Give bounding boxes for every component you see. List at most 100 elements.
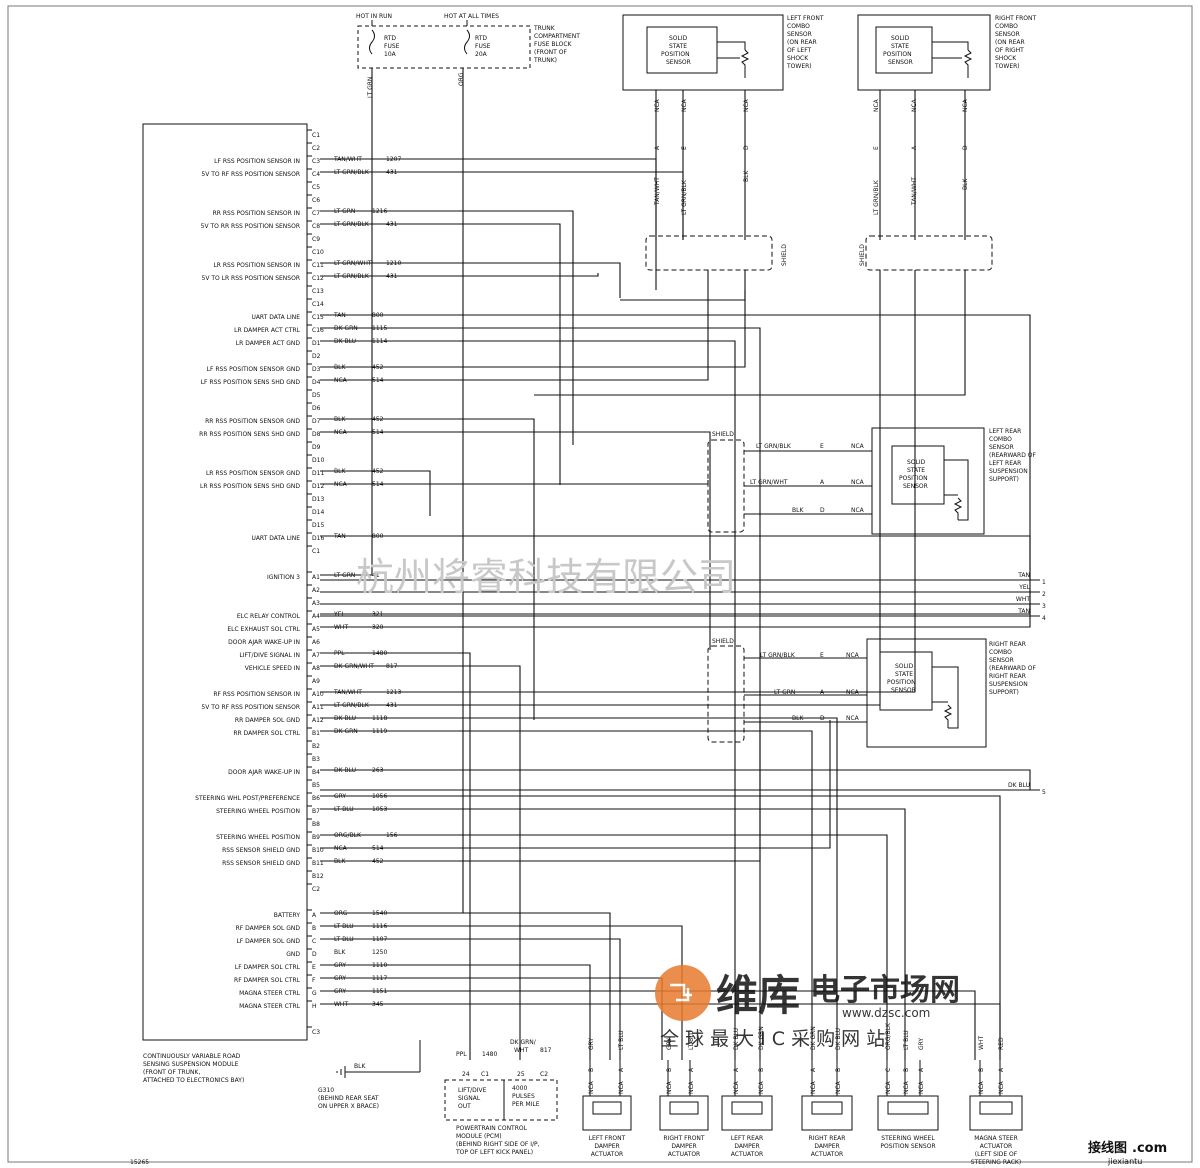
actuator-wire-label: DK GRN <box>810 1026 817 1050</box>
actuator-name: DAMPER <box>671 1143 696 1150</box>
rr-desc-6: SUSPENSION <box>989 681 1028 688</box>
pin-id: C5 <box>312 184 320 191</box>
lf-box-2: STATE <box>669 43 687 50</box>
lf-wire-2: LT GRN/BLK <box>681 179 688 215</box>
pin-label: LR RSS POSITION SENS SHD GND <box>200 483 300 490</box>
pin-id: A6 <box>312 639 320 646</box>
actuator-pin: B <box>978 1068 985 1072</box>
pin-id: G <box>312 990 317 997</box>
pin-id: B <box>312 925 316 932</box>
pcm-box-4: 4000 <box>512 1085 527 1092</box>
ground-icon <box>336 1066 346 1078</box>
module-name-line2: SENSING SUSPENSION MODULE <box>143 1061 239 1068</box>
output-number: 4 <box>1042 615 1046 622</box>
pin-id: D6 <box>312 405 321 412</box>
lr-desc-5: LEFT REAR <box>989 460 1021 467</box>
rr-wire-1: LT GRN/BLK <box>760 652 796 659</box>
coil-icon <box>887 1101 929 1115</box>
logo-slogan: 全 球 最 大 I C 采 购 网 站 <box>660 1028 885 1050</box>
lf-box-3: POSITION <box>661 51 690 58</box>
pin-label: RF DAMPER SOL GND <box>236 925 301 932</box>
fuse-block-line4: (FRONT OF <box>534 49 567 56</box>
pin-id: C14 <box>312 301 324 308</box>
rf-box-4: SENSOR <box>888 59 913 66</box>
pin-label: RF DAMPER SOL CTRL <box>234 977 301 984</box>
pin-id: C3 <box>312 1029 320 1036</box>
wire <box>320 717 838 1060</box>
lf-desc-4: (ON REAR <box>787 39 817 46</box>
coil-icon <box>669 1101 699 1115</box>
fuse-20a-icon <box>464 29 470 55</box>
actuator-name: RIGHT REAR <box>809 1135 846 1142</box>
pin-id: C6 <box>312 197 320 204</box>
pin-id: D7 <box>312 418 321 425</box>
pin-label: RR DAMPER SOL GND <box>235 717 300 724</box>
lr-desc-2: COMBO <box>989 436 1012 443</box>
output-number: 1 <box>1042 579 1046 586</box>
pin-id: C2 <box>312 886 320 893</box>
pin-id: H <box>312 1003 317 1010</box>
actuator-nca: NCA <box>998 1080 1005 1094</box>
pcm-pin-24: 24 <box>462 1071 470 1078</box>
pin-id: C3 <box>312 158 320 165</box>
coil-icon <box>731 1101 763 1115</box>
pin-label: RR DAMPER SOL CTRL <box>233 730 300 737</box>
pin-label: GND <box>286 951 300 958</box>
actuator-wire-label: DK GRN <box>758 1026 765 1050</box>
output-wire-label: TAN <box>1017 608 1030 615</box>
wire-harness <box>320 68 1031 1060</box>
watermark-company-text: 杭州将睿科技有限公司 <box>356 555 736 599</box>
wire <box>320 480 709 485</box>
pin-id: D15 <box>312 522 324 529</box>
actuator-nca: NCA <box>978 1080 985 1094</box>
coil-icon <box>811 1101 843 1115</box>
pin-id: D1 <box>312 340 321 347</box>
lf-pin-d: D <box>743 145 750 150</box>
wire <box>320 605 1031 628</box>
actuator-wire-label: GRY <box>918 1038 925 1050</box>
hot-in-run-label: HOT IN RUN <box>356 13 392 20</box>
pin-id: B5 <box>312 782 320 789</box>
rf-desc-4: (ON REAR <box>995 39 1025 46</box>
pin-label: RR RSS POSITION SENS SHD GND <box>199 431 300 438</box>
pin-label: RR RSS POSITION SENSOR GND <box>205 418 300 425</box>
lf-pin-a: A <box>654 145 661 150</box>
pin-wire-color: BLK <box>334 949 346 956</box>
pin-id: C16 <box>312 327 324 334</box>
pin-label: ELC EXHAUST SOL CTRL <box>227 626 300 633</box>
pin-label: LF RSS POSITION SENSOR GND <box>207 366 301 373</box>
fuse-block: HOT IN RUN HOT AT ALL TIMES RTD FUSE 10A… <box>356 13 580 98</box>
actuator-pin: A <box>733 1067 740 1072</box>
lr-desc-6: SUSPENSION <box>989 468 1028 475</box>
actuator-nca: NCA <box>903 1080 910 1094</box>
fuse-block-line3: FUSE BLOCK <box>534 41 573 48</box>
lr-wire-2: LT GRN/WHT <box>750 479 788 486</box>
actuator-name: ACTUATOR <box>591 1151 623 1158</box>
wire <box>320 418 535 720</box>
logo-url: www.dzsc.com <box>842 1006 930 1020</box>
lf-potentiometer-icon <box>717 41 750 78</box>
pin-id: A9 <box>312 678 320 685</box>
wire <box>320 273 599 277</box>
lr-box-1: SOLID <box>907 459 926 466</box>
fuse-block-line5: TRUNK) <box>533 57 557 64</box>
pin-label: RSS SENSOR SHIELD GND <box>222 860 300 867</box>
lf-shield-label: SHIELD <box>781 244 788 266</box>
ground-name-2: (BEHIND REAR SEAT <box>318 1095 379 1102</box>
actuator-name: LEFT REAR <box>731 1135 763 1142</box>
wire <box>320 68 373 576</box>
wire <box>320 262 621 298</box>
pin-label: 5V TO RF RSS POSITION SENSOR <box>201 704 300 711</box>
actuator-pin: A <box>998 1067 1005 1072</box>
logo-cn: 维库 <box>716 971 800 1020</box>
pin-circuit-number: 1250 <box>372 949 387 956</box>
rf-shield-label: SHIELD <box>859 244 866 266</box>
wire <box>320 314 1031 580</box>
rr-desc-4: (REARWARD OF <box>989 665 1036 672</box>
wire <box>320 730 813 1060</box>
actuator-wire-label: LT BLU <box>903 1030 910 1050</box>
pin-id: A7 <box>312 652 320 659</box>
actuator-name: (LEFT SIDE OF <box>975 1151 1018 1158</box>
